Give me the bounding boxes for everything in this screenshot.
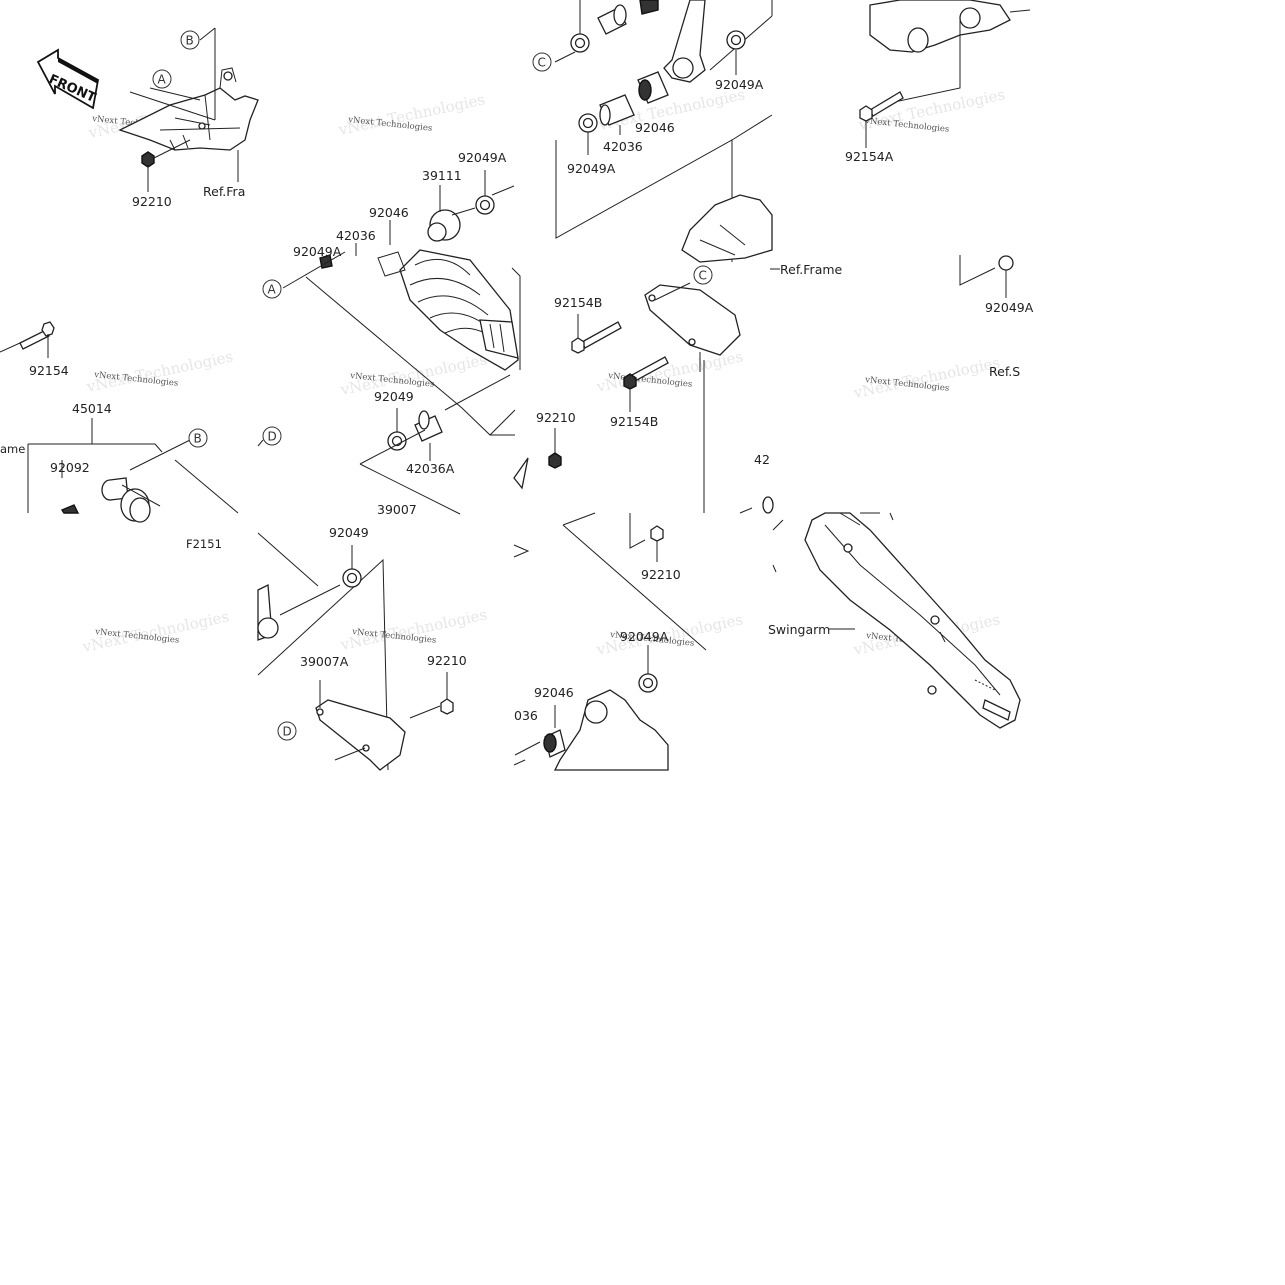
pivot-assembly (513, 645, 669, 771)
part-label-39007: 39007 (377, 502, 417, 517)
svg-text:B: B (186, 34, 194, 48)
part-label-92046: 92046 (369, 205, 409, 220)
svg-text:A: A (268, 283, 277, 297)
bushing-45014 (27, 418, 191, 523)
watermark-ghost: vNext Technologies (336, 90, 486, 139)
swingarm (772, 512, 1021, 729)
ref-label: Ref.Frame (780, 262, 843, 277)
part-label-42036a: 42036A (406, 461, 455, 476)
ref-label: Ref.Fra (203, 184, 245, 199)
callout-c-mid: C (693, 265, 713, 285)
svg-text:C: C (538, 56, 546, 70)
part-label-92049a: 92049A (458, 150, 507, 165)
part-label-92049: 92049 (329, 525, 369, 540)
part-label-92210: 92210 (427, 653, 467, 668)
part-label-92049a: 92049A (620, 629, 669, 644)
part-label-42036: 42036 (603, 139, 643, 154)
callout-a-shock: A (262, 279, 282, 299)
callout-d-bl: D (277, 721, 297, 741)
svg-text:D: D (283, 725, 292, 739)
ref-label: Ref.S (989, 364, 1020, 379)
shock-absorber (282, 170, 562, 515)
part-label-92049a: 92049A (985, 300, 1034, 315)
part-label-45014: 45014 (72, 401, 112, 416)
callout-a-tl: A (152, 69, 172, 89)
callout-b-tl: B (180, 30, 200, 50)
part-label-92046: 92046 (534, 685, 574, 700)
partial-label: 036 (514, 708, 538, 723)
linkage-plate-39007a (257, 532, 454, 771)
svg-text:B: B (194, 432, 202, 446)
svg-text:C: C (699, 269, 707, 283)
part-label-92049: 92049 (374, 389, 414, 404)
stray-mark (513, 544, 530, 558)
part-label-92154b: 92154B (610, 414, 658, 429)
callout-b-left: B (188, 428, 208, 448)
svg-text:D: D (268, 430, 277, 444)
part-label-39007a: 39007A (300, 654, 349, 669)
part-label-92046: 92046 (635, 120, 675, 135)
part-label-92049a: 92049A (715, 77, 764, 92)
frame-bracket-tl (118, 27, 259, 192)
leader-line (257, 439, 264, 447)
rocker-arm (562, 194, 774, 651)
partial-label: 42 (754, 452, 770, 467)
part-label-92210: 92210 (536, 410, 576, 425)
part-label-92154: 92154 (29, 363, 69, 378)
bolt-92154 (0, 321, 55, 358)
partial-label: ame (0, 442, 25, 456)
leader-line (174, 459, 239, 514)
part-label-39111: 39111 (422, 168, 462, 183)
callout-c-top: C (532, 52, 552, 72)
part-label-92092: 92092 (50, 460, 90, 475)
linkage-rod (554, 0, 773, 262)
frame-bracket-tr (859, 0, 1031, 298)
part-label-92049a: 92049A (293, 244, 342, 259)
part-label-92154b: 92154B (554, 295, 602, 310)
swingarm-label: Swingarm (768, 622, 830, 637)
part-label-92210: 92210 (132, 194, 172, 209)
part-label-92049a: 92049A (567, 161, 616, 176)
part-label-42036: 42036 (336, 228, 376, 243)
front-arrow: FRONT (36, 48, 99, 110)
figure-code: F2151 (186, 537, 222, 551)
part-label-92210: 92210 (641, 567, 681, 582)
callout-d-left: D (262, 426, 282, 446)
svg-text:A: A (158, 73, 167, 87)
part-label-92154a: 92154A (845, 149, 894, 164)
